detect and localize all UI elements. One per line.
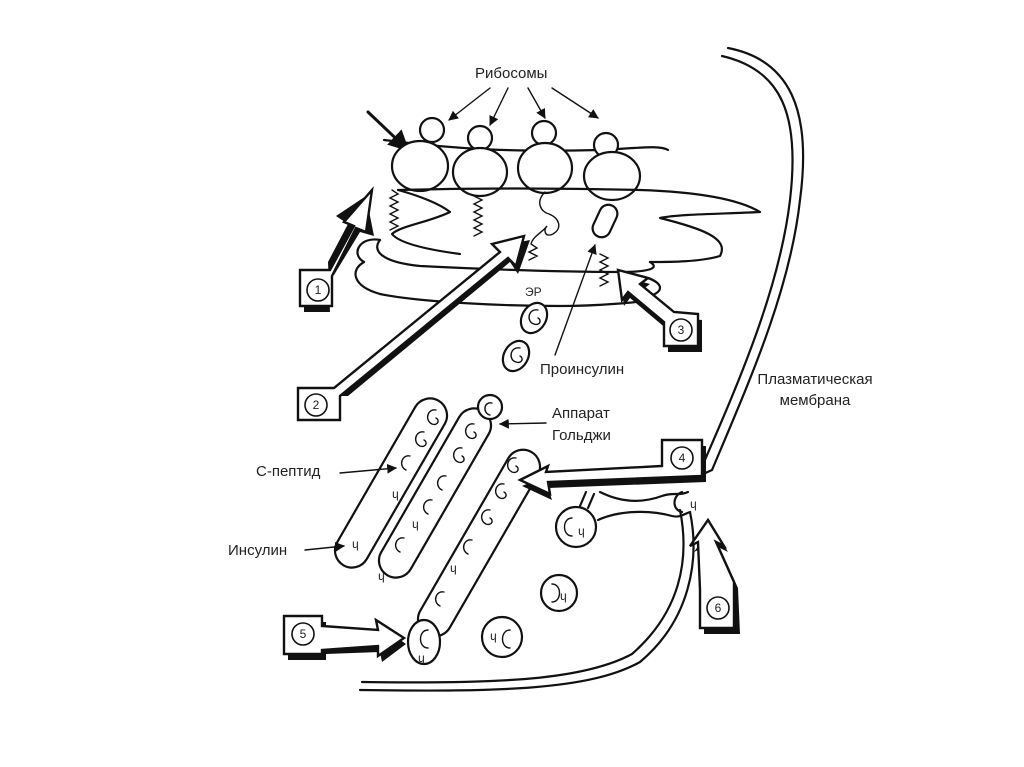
ribosomes-label-group: Рибосомы: [448, 65, 599, 126]
svg-text:ɥ: ɥ: [412, 517, 419, 531]
svg-text:ɥ: ɥ: [378, 569, 385, 583]
proinsulin-folded-er: [591, 203, 619, 239]
ribosomes-label: Рибосомы: [475, 65, 547, 82]
step-2-number: 2: [313, 398, 320, 412]
svg-text:ɥ: ɥ: [352, 537, 359, 551]
step-2-marker: 2: [296, 234, 530, 422]
transport-vesicles: [501, 301, 549, 373]
step-6-number: 6: [715, 601, 722, 615]
step-1-marker: 1: [298, 186, 374, 312]
insulin-label: Инсулин: [228, 542, 287, 559]
ribosome-small-subunit-3: [530, 119, 558, 147]
svg-text:ɥ: ɥ: [418, 651, 425, 665]
svg-text:ɥ: ɥ: [578, 524, 585, 538]
step-6-marker: 6: [689, 517, 740, 634]
golgi-label-line1: Аппарат: [552, 405, 610, 422]
step-4-marker: 4: [517, 438, 706, 500]
golgi-label-line2: Гольджи: [552, 427, 611, 444]
plasma-membrane: ɥ: [358, 46, 805, 692]
ribosomes: [390, 116, 642, 202]
secretory-granule: ɥ: [539, 573, 579, 613]
svg-text:ɥ: ɥ: [392, 487, 399, 501]
ribosome-small-subunit-1: [418, 116, 446, 144]
nascent-peptides: [388, 189, 619, 287]
er-label: ЭР: [525, 285, 542, 299]
ribosome-large-subunit-3: [516, 141, 574, 195]
golgi-apparatus: ɥ ɥ ɥ ɥ ɥ: [333, 393, 542, 638]
insulin-label-group: Инсулин: [228, 542, 345, 559]
endoplasmic-reticulum: [354, 187, 762, 308]
secretory-granules: ɥ ɥ ɥ ɥ: [406, 490, 598, 666]
insulin-symbol: ɥ: [690, 497, 697, 511]
plasma-membrane-label-line2: мембрана: [780, 392, 851, 409]
step-5-number: 5: [300, 627, 307, 641]
ribosome-small-subunit-2: [466, 124, 494, 152]
secretory-granule-budding: ɥ: [406, 618, 442, 666]
secretory-granule: ɥ: [480, 615, 524, 659]
golgi-cisterna-1: [333, 397, 449, 569]
step-3-marker: 3: [616, 268, 702, 352]
proinsulin-label-group: Проинсулин: [540, 244, 624, 378]
step-5-marker: 5: [282, 614, 407, 662]
golgi-label-group: Аппарат Гольджи: [499, 405, 611, 444]
proinsulin-label: Проинсулин: [540, 361, 624, 378]
c-peptide-label-group: С-пептид: [256, 463, 397, 480]
step-1-number: 1: [315, 283, 322, 297]
plasma-membrane-label-group: Плазматическая мембрана: [757, 371, 872, 409]
step-3-number: 3: [678, 323, 685, 337]
golgi-vesicle: [476, 393, 504, 421]
svg-text:ɥ: ɥ: [450, 561, 457, 575]
svg-text:ɥ: ɥ: [560, 589, 567, 603]
c-peptide-label: С-пептид: [256, 463, 321, 480]
step-4-number: 4: [679, 451, 686, 465]
plasma-membrane-label-line1: Плазматическая: [757, 371, 872, 388]
svg-text:ɥ: ɥ: [490, 629, 497, 643]
secretory-granule: ɥ: [554, 490, 598, 549]
ribosome-large-subunit-1: [390, 139, 450, 193]
ribosome-large-subunit-4: [582, 150, 642, 202]
ribosome-large-subunit-2: [451, 146, 509, 198]
insulin-symbols: ɥ ɥ ɥ ɥ ɥ: [352, 487, 457, 583]
